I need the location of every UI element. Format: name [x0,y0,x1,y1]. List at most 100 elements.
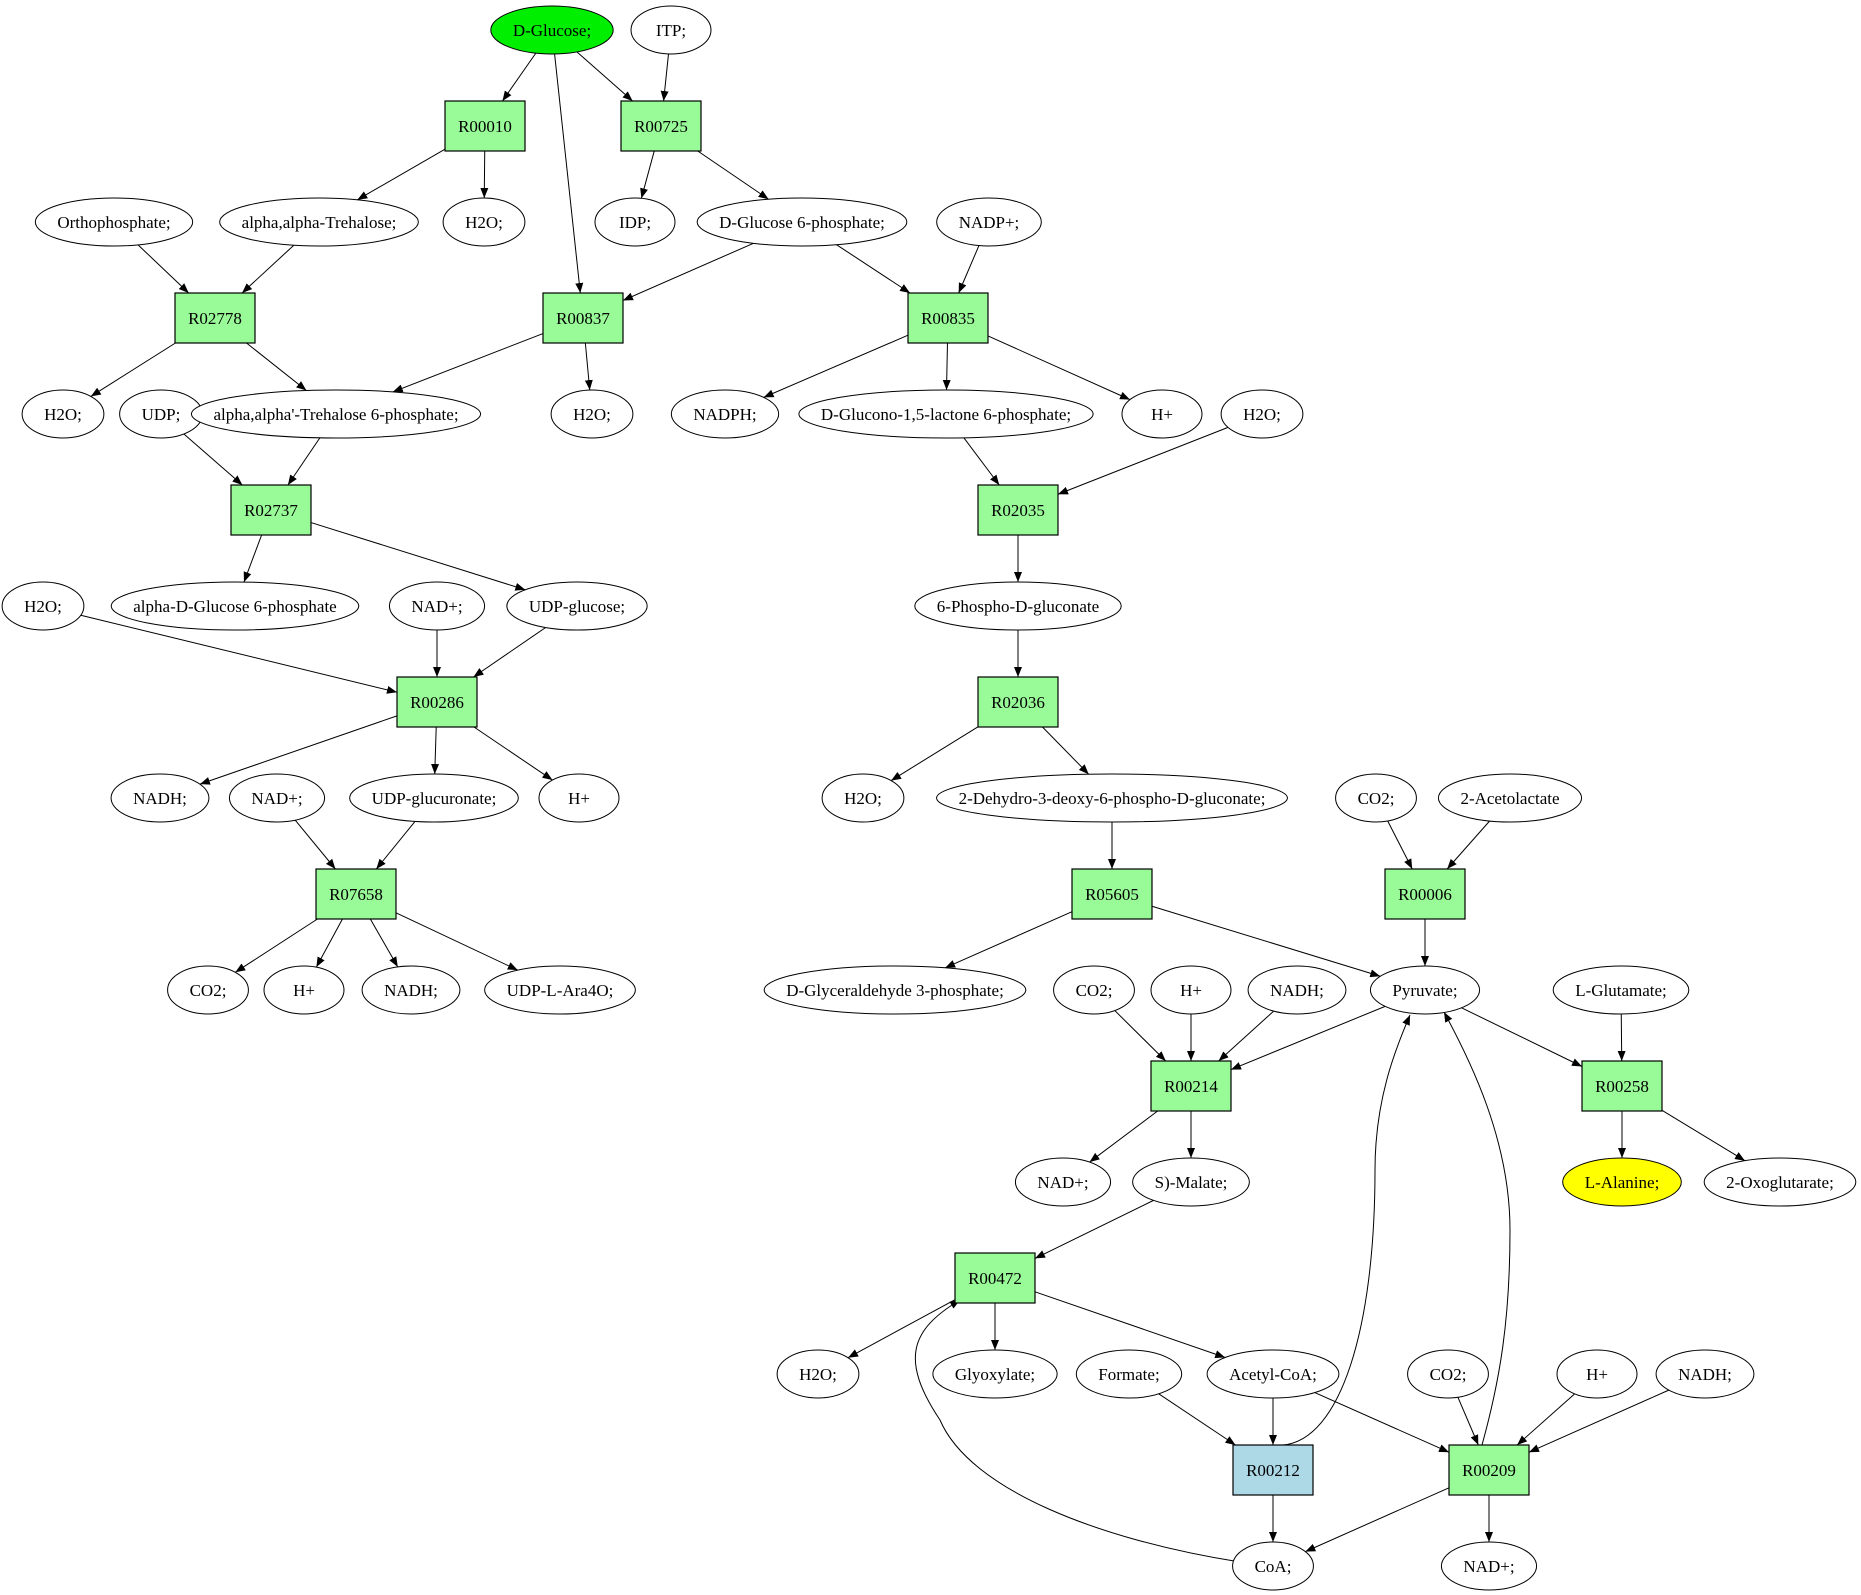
compound-node-c-co2-1[interactable]: CO2; [1335,773,1417,823]
compound-node-c-glucono[interactable]: D-Glucono-1,5-lactone 6-phosphate; [798,389,1094,439]
edge-c-acetylcoa-to-r00209 [1314,1392,1450,1453]
reaction-node-r02778[interactable]: R02778 [174,292,256,344]
compound-node-c-udpara4o[interactable]: UDP-L-Ara4O; [484,965,636,1015]
edge-r00214-to-c-nad-3 [1089,1110,1158,1163]
compound-ellipse [1,581,85,631]
edge-r00286-to-c-udpglucuronate [431,726,440,775]
edge-r00010-to-c-trehalose [357,148,446,201]
node-label: R00258 [1595,1077,1649,1096]
node-label: NAD+; [251,789,302,808]
compound-node-c-adg6p[interactable]: alpha-D-Glucose 6-phosphate [110,581,360,631]
compound-node-c-hplus-1[interactable]: H+ [1121,389,1203,439]
compound-node-c-udpglucose[interactable]: UDP-glucose; [506,581,648,631]
compound-node-c-itp[interactable]: ITP; [630,5,712,55]
compound-node-c-h2o-5[interactable]: H2O; [1,581,85,631]
node-label: D-Glyceraldehyde 3-phosphate; [786,981,1004,1000]
compound-node-c-g6p[interactable]: D-Glucose 6-phosphate; [696,197,908,247]
compound-node-c-glutamate[interactable]: L-Glutamate; [1552,965,1690,1015]
edge-r07658-to-c-nadh-2 [369,918,399,968]
compound-node-c-h2o-4[interactable]: H2O; [1220,389,1304,439]
reaction-node-r00010[interactable]: R00010 [444,100,526,152]
compound-node-c-nadh-2[interactable]: NADH; [361,965,461,1015]
compound-node-c-h2o-1[interactable]: H2O; [442,197,526,247]
compound-node-c-nad-3[interactable]: NAD+; [1014,1157,1112,1207]
compound-node-c-h2o-6[interactable]: H2O; [821,773,905,823]
compound-node-c-nadh-3[interactable]: NADH; [1247,965,1347,1015]
compound-node-c-h2o-3[interactable]: H2O; [550,389,634,439]
reaction-node-r00214[interactable]: R00214 [1150,1060,1232,1112]
compound-ellipse [914,581,1122,631]
compound-node-c-hplus-4[interactable]: H+ [1150,965,1232,1015]
compound-node-c-co2-3[interactable]: CO2; [1053,965,1135,1015]
reaction-node-r00212[interactable]: R00212 [1232,1444,1314,1496]
compound-node-c-udpglucuronate[interactable]: UDP-glucuronate; [349,773,519,823]
node-label: R00835 [921,309,975,328]
node-label: H+ [568,789,590,808]
compound-ellipse [798,389,1094,439]
compound-node-c-idp[interactable]: IDP; [594,197,676,247]
edge-c-malate-to-r00472 [1034,1199,1154,1259]
compound-node-c-6pg[interactable]: 6-Phospho-D-gluconate [914,581,1122,631]
compound-node-c-nadp[interactable]: NADP+; [936,197,1042,247]
compound-node-c-gap[interactable]: D-Glyceraldehyde 3-phosphate; [763,965,1027,1015]
reaction-box [977,484,1059,536]
compound-node-c-co2-4[interactable]: CO2; [1407,1349,1489,1399]
compound-node-c-alanine[interactable]: L-Alanine; [1562,1157,1682,1207]
edge-c-nadh-3-to-r00214 [1218,1010,1275,1062]
compound-ellipse [361,965,461,1015]
edge-c-h2o-4-to-r02035 [1057,426,1229,495]
compound-node-c-hplus-2[interactable]: H+ [538,773,620,823]
compound-ellipse [1220,389,1304,439]
compound-ellipse [696,197,908,247]
compound-ellipse [1132,1157,1250,1207]
compound-node-c-acetolactate[interactable]: 2-Acetolactate [1437,773,1583,823]
reaction-node-r00472[interactable]: R00472 [954,1252,1036,1304]
compound-node-c-h2o-7[interactable]: H2O; [776,1349,860,1399]
compound-node-c-acetylcoa[interactable]: Acetyl-CoA; [1206,1349,1340,1399]
reaction-box [230,484,312,536]
compound-node-c-hplus-5[interactable]: H+ [1556,1349,1638,1399]
compound-node-c-nad-1[interactable]: NAD+; [388,581,486,631]
compound-node-c-co2-2[interactable]: CO2; [167,965,249,1015]
compound-node-c-kdpg[interactable]: 2-Dehydro-3-deoxy-6-phospho-D-gluconate; [936,773,1288,823]
compound-node-c-malate[interactable]: S)-Malate; [1132,1157,1250,1207]
compound-node-c-h2o-2[interactable]: H2O; [21,389,105,439]
node-label: H2O; [573,405,611,424]
reaction-node-r02035[interactable]: R02035 [977,484,1059,536]
reaction-node-r00258[interactable]: R00258 [1581,1060,1663,1112]
reaction-node-r00835[interactable]: R00835 [907,292,989,344]
compound-ellipse [594,197,676,247]
compound-node-c-coa[interactable]: CoA; [1232,1541,1314,1591]
reaction-box [1071,868,1153,920]
compound-node-c-hplus-3[interactable]: H+ [263,965,345,1015]
node-label: D-Glucose; [513,21,591,40]
compound-node-c-glyoxylate[interactable]: Glyoxylate; [932,1349,1058,1399]
reaction-node-r00006[interactable]: R00006 [1384,868,1466,920]
compound-ellipse [1232,1541,1314,1591]
node-label: CoA; [1255,1557,1292,1576]
reaction-node-r00209[interactable]: R00209 [1448,1444,1530,1496]
reaction-node-r00286[interactable]: R00286 [396,676,478,728]
compound-node-c-trehalose[interactable]: alpha,alpha-Trehalose; [219,197,419,247]
reaction-node-r00837[interactable]: R00837 [542,292,624,344]
compound-node-c-udp[interactable]: UDP; [119,389,203,439]
reaction-node-r07658[interactable]: R07658 [315,868,397,920]
compound-node-c-nadph[interactable]: NADPH; [670,389,780,439]
compound-ellipse [670,389,780,439]
compound-node-c-oxoglutarate[interactable]: 2-Oxoglutarate; [1703,1157,1857,1207]
compound-node-c-nad-4[interactable]: NAD+; [1440,1541,1538,1591]
reaction-node-r00725[interactable]: R00725 [620,100,702,152]
reaction-node-r05605[interactable]: R05605 [1071,868,1153,920]
compound-node-c-t6p[interactable]: alpha,alpha'-Trehalose 6-phosphate; [190,389,482,439]
compound-node-c-pyruvate[interactable]: Pyruvate; [1369,965,1481,1015]
reaction-box [1448,1444,1530,1496]
compound-node-c-nadh-4[interactable]: NADH; [1655,1349,1755,1399]
compound-node-c-nad-2[interactable]: NAD+; [228,773,326,823]
reaction-node-r02036[interactable]: R02036 [977,676,1059,728]
compound-node-c-formate[interactable]: Formate; [1075,1349,1183,1399]
reaction-node-r02737[interactable]: R02737 [230,484,312,536]
compound-node-c-nadh-1[interactable]: NADH; [110,773,210,823]
compound-node-c-orthophosphate[interactable]: Orthophosphate; [34,197,194,247]
compound-node-c-dglucose[interactable]: D-Glucose; [490,5,614,55]
reaction-box [1384,868,1466,920]
